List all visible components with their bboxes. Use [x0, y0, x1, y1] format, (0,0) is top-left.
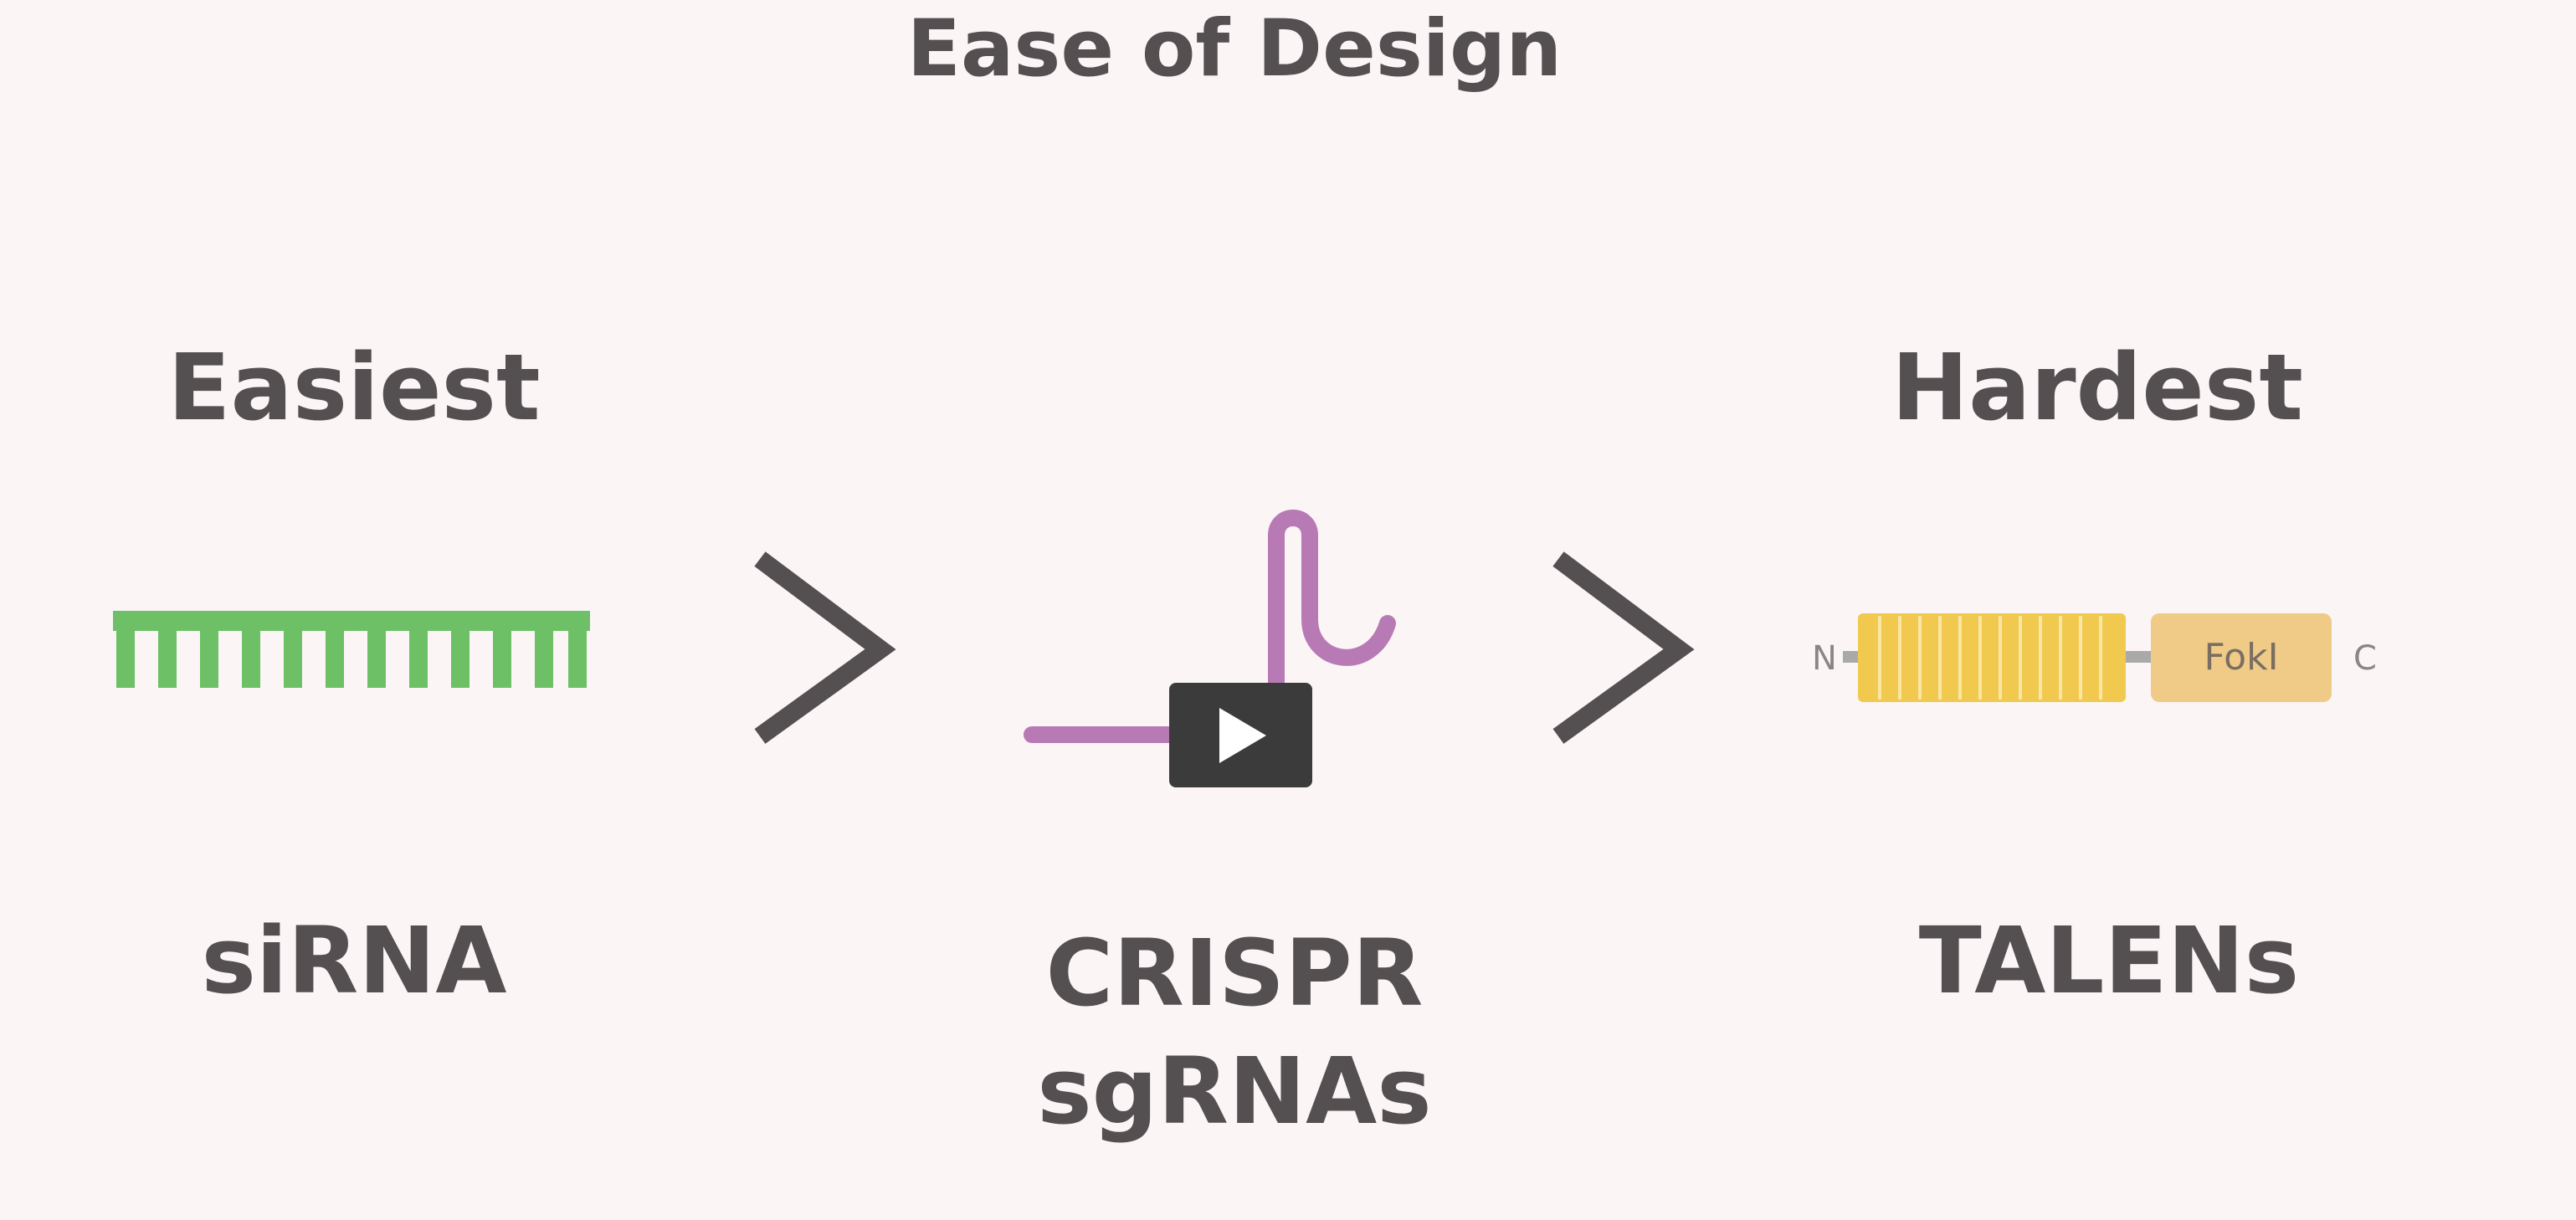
foki-domain-label: FokI [2204, 636, 2278, 679]
sirna-label: siRNA [201, 907, 507, 1014]
crispr-label: CRISPR sgRNAs [1037, 915, 1432, 1151]
c-terminus-label: C [2353, 639, 2377, 678]
play-icon [1219, 708, 1266, 763]
sirna-icon [113, 611, 590, 688]
easiest-label: Easiest [167, 334, 541, 441]
hardest-label: Hardest [1891, 334, 2303, 441]
greater-than-arrow-2 [1552, 551, 1695, 744]
page-title: Ease of Design [906, 3, 1563, 95]
crispr-label-line2: sgRNAs [1037, 1037, 1432, 1145]
talen-icon: FokI N C [1812, 613, 2377, 702]
play-button[interactable] [1169, 683, 1312, 787]
n-terminus-label: N [1812, 639, 1837, 678]
talens-label: TALENs [1918, 907, 2300, 1014]
crispr-label-line1: CRISPR [1045, 920, 1424, 1027]
greater-than-arrow-1 [754, 551, 896, 744]
